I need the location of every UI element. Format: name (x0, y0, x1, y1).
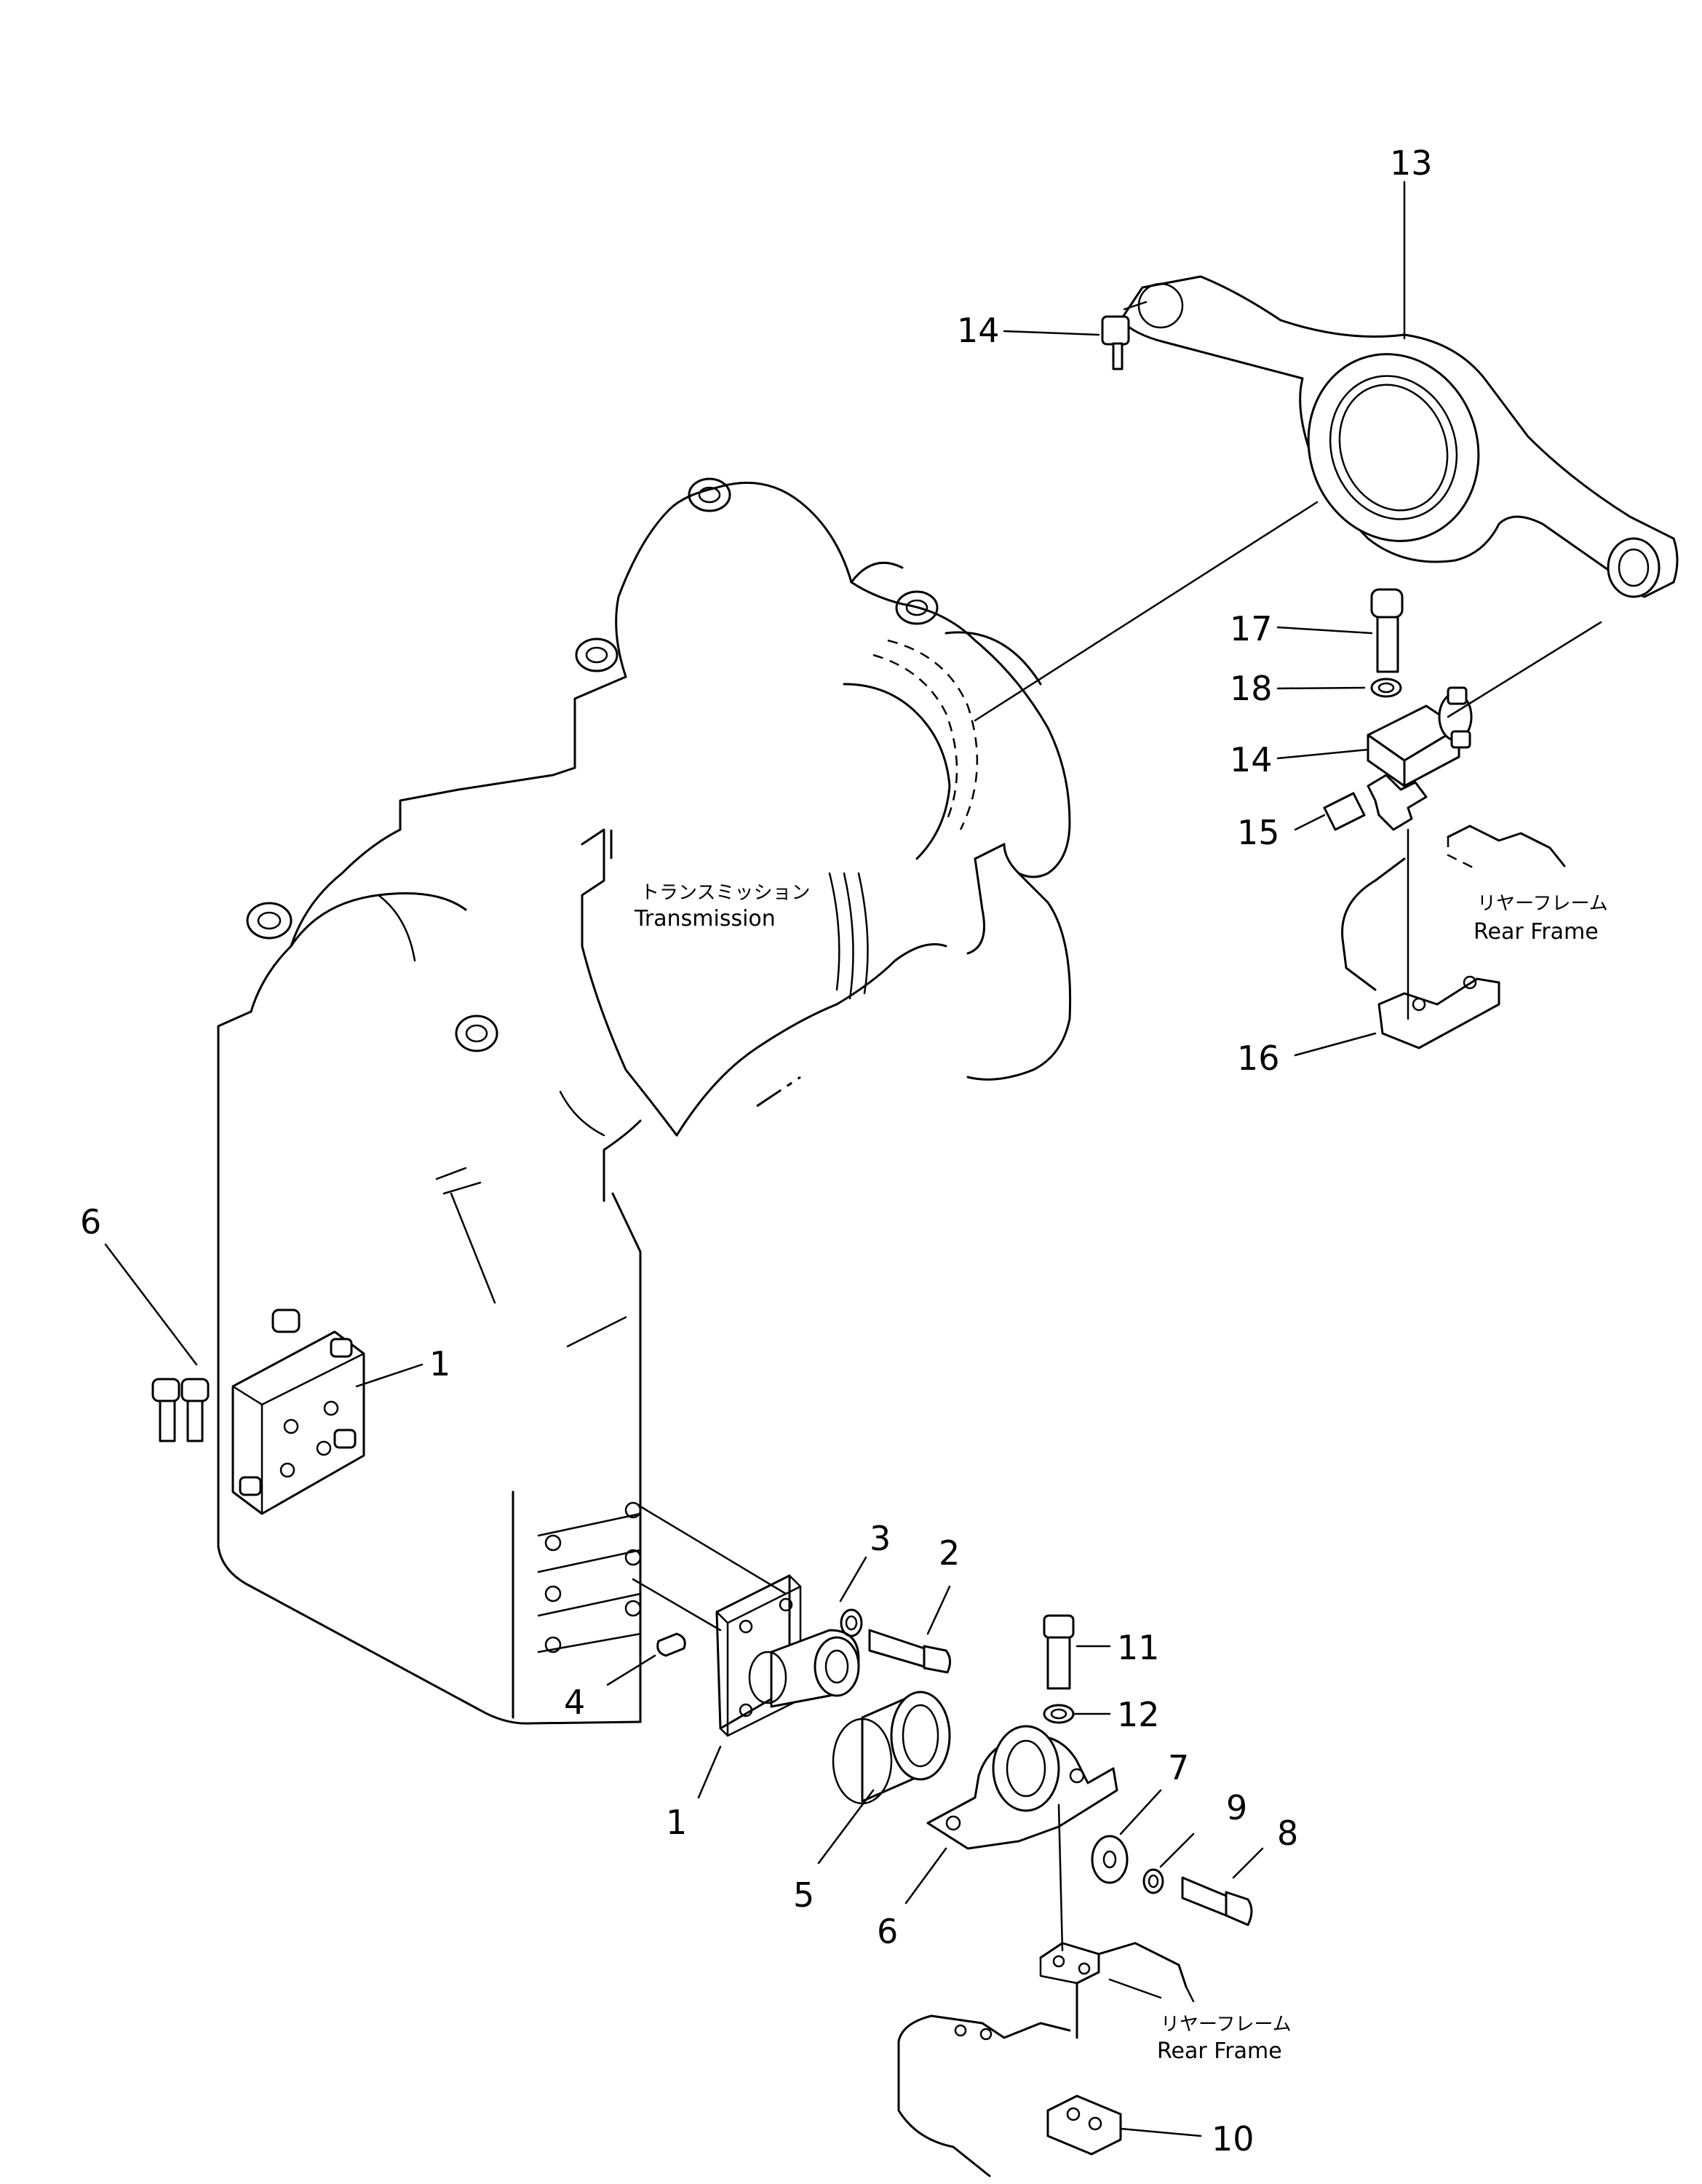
leader-lines (104, 180, 1602, 2137)
transmission-label-en: Transmission (634, 906, 776, 932)
callout-14-right: 14 (1230, 740, 1273, 779)
callout-7: 7 (1168, 1748, 1189, 1787)
callout-18: 18 (1230, 669, 1273, 708)
rear-frame-label-lower-jp: リヤーフレーム (1161, 2014, 1292, 2036)
left-mount-plate (231, 1330, 365, 1515)
callout-5: 5 (793, 1875, 814, 1915)
mount-pin (748, 1629, 860, 1708)
lifting-eye-top (688, 477, 731, 512)
bolt-17 (1370, 588, 1404, 673)
callout-8: 8 (1277, 1814, 1298, 1853)
callout-numbers: 13 14 17 18 14 15 16 6 1 3 2 11 12 4 1 7… (80, 143, 1433, 2159)
lock-plate-15 (1323, 774, 1428, 831)
washer-3 (840, 1608, 863, 1637)
callout-13: 13 (1390, 143, 1433, 183)
rear-frame-label-lower: リヤーフレーム Rear Frame (1157, 2014, 1292, 2064)
transmission-housing (217, 481, 1072, 1725)
bushing-5 (832, 1691, 951, 1805)
lifting-eye-center (455, 1014, 498, 1052)
callout-2: 2 (939, 1533, 960, 1573)
callout-1-left: 1 (429, 1344, 450, 1383)
bracket-6 (926, 1725, 1118, 1850)
bolt-11 (1043, 1614, 1075, 1690)
upper-rear-frame (1341, 825, 1566, 1049)
grease-fitting-14-top (1101, 301, 1148, 370)
lifting-eye-right (895, 590, 939, 625)
callout-16: 16 (1237, 1039, 1280, 1078)
cap-10 (1046, 2094, 1122, 2156)
bolt-8 (1181, 1876, 1253, 1926)
lifting-eye-mid (575, 638, 619, 672)
callout-4: 4 (564, 1683, 585, 1722)
callout-1-lower: 1 (666, 1803, 687, 1842)
callout-15: 15 (1237, 813, 1280, 852)
callout-9: 9 (1226, 1788, 1247, 1827)
callout-6-lower: 6 (877, 1912, 898, 1951)
washer-12 (1043, 1704, 1075, 1724)
callout-3: 3 (870, 1519, 891, 1558)
callout-11: 11 (1117, 1628, 1160, 1667)
lower-rear-frame (897, 1942, 1188, 2177)
left-mount-bolts (151, 1309, 357, 1496)
callout-6-left: 6 (80, 1202, 101, 1242)
washer-18 (1370, 678, 1402, 698)
callout-17: 17 (1230, 609, 1273, 648)
callout-14-top: 14 (957, 311, 1000, 350)
transmission-label-jp: トランスミッション (640, 882, 810, 904)
rear-frame-label-lower-en: Rear Frame (1157, 2038, 1282, 2064)
plate-washer-7 (1091, 1835, 1129, 1884)
bolt-2 (868, 1629, 951, 1674)
rear-frame-label-upper: リヤーフレーム Rear Frame (1474, 893, 1608, 945)
washer-9 (1142, 1868, 1164, 1894)
rear-frame-label-upper-en: Rear Frame (1474, 919, 1599, 945)
rear-frame-label-upper-jp: リヤーフレーム (1477, 893, 1608, 915)
pin-14 (1367, 686, 1473, 787)
transmission-label: トランスミッション Transmission (634, 882, 810, 932)
link-13 (1119, 275, 1679, 598)
case-mounting-holes (537, 1501, 642, 1653)
dowel-pin-4 (656, 1632, 686, 1657)
callout-12: 12 (1117, 1695, 1160, 1734)
callout-10: 10 (1212, 2119, 1254, 2159)
lifting-eye-left (246, 902, 293, 940)
